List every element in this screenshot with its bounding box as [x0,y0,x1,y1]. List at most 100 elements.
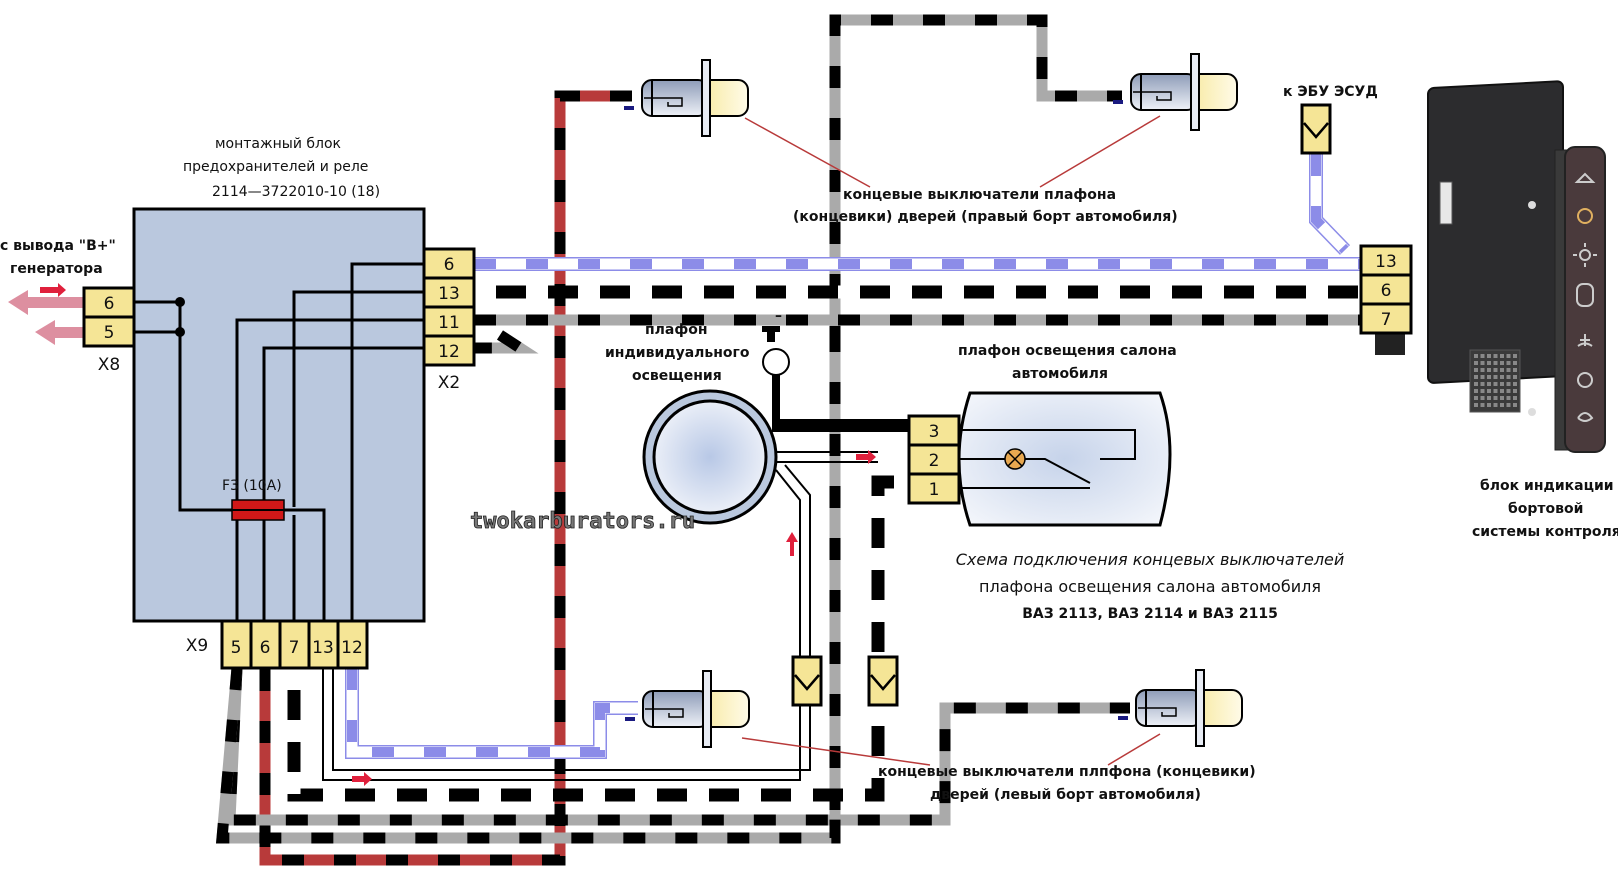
mounting-block-title-1: монтажный блок [215,136,341,152]
grille-dot [1513,368,1517,372]
x8-label: X8 [98,355,120,375]
x2-pin: 13 [438,284,460,304]
connector-x8: 6 5 X8 [82,286,136,375]
grille-dot [1513,361,1517,365]
x2-label: X2 [438,373,460,393]
arrow-icon [786,532,798,556]
right-switches-label-1: концевые выключатели плафона [843,187,1116,203]
grille-dot [1500,375,1504,379]
ecu-label: к ЭБУ ЭСУД [1283,84,1378,100]
grille-dot [1506,382,1511,386]
door-switch-right-rear [1113,53,1238,131]
x9-pin: 5 [231,638,242,658]
wires [215,14,1361,866]
grille-dot [1506,354,1511,358]
grille-dot [1480,382,1485,386]
grille-dot [1500,396,1504,400]
minus-sign: – [775,308,782,324]
fuse-label: F3 (10А) [222,478,282,494]
indicator-icons [1573,172,1597,422]
indicator-pin: 7 [1381,310,1392,330]
x9-pin: 7 [289,638,300,658]
grille-dot [1500,354,1504,358]
grille-dot [1487,382,1491,386]
wire-x9-12 [345,668,638,759]
grille-dot [1506,389,1511,393]
door-switch-left-front [625,670,750,748]
cabin-lamp-label-2: автомобиля [1012,366,1108,382]
grille-dot [1513,403,1517,407]
grille-dot [1474,382,1478,386]
x8-pin: 5 [104,323,115,343]
cabin-lamp: 3 2 1 [907,391,1172,527]
x2-pin: 6 [444,255,455,275]
cabin-lamp-label-1: плафон освещения салона [958,343,1177,359]
grille-dot [1474,389,1478,393]
light-rays-icon [1573,243,1597,267]
lamp-bulb-icon [1004,448,1026,470]
x2-pin: 12 [438,342,460,362]
wire-x9-7 [287,475,909,802]
grille-dot [1493,403,1498,407]
caption-line-3: ВАЗ 2113, ВАЗ 2114 и ВАЗ 2115 [1022,606,1278,622]
x9-pin: 6 [260,638,271,658]
grille-dot [1487,361,1491,365]
diode-right [867,655,899,707]
grille-dot [1474,361,1478,365]
grille-dot [1480,375,1485,379]
grille-dot [1487,375,1491,379]
connector-x2: 6 13 11 12 X2 [422,247,476,393]
grille-dot [1480,361,1485,365]
grille-dot [1474,403,1478,407]
fuse-f3 [231,499,285,521]
wire-x2-12 [474,330,539,354]
grille-dot [1513,389,1517,393]
arrow-out-icon [8,283,84,345]
watermark: twokarburators.ru [470,509,695,534]
mounting-block-body [132,207,426,623]
grille-dot [1474,396,1478,400]
minus-icon [625,717,635,721]
wire-ecu [1309,154,1351,255]
cabin-lamp-pin: 1 [929,480,940,500]
grille-dot [1474,368,1478,372]
grille-dot [1506,361,1511,365]
grille-dot [1474,375,1478,379]
x2-pin: 11 [438,313,460,333]
connector-x9: 5 6 7 13 12 X9 [186,619,369,670]
grille-dot [1487,396,1491,400]
brake-pad-icon [1577,208,1593,224]
grille-dot [1480,403,1485,407]
wire-red-black [259,90,632,866]
x9-pin: 13 [312,638,334,658]
x8-pin: 6 [104,294,115,314]
indicator-label-1: блок индикации [1480,478,1614,494]
grille-dot [1474,354,1478,358]
door-switch-left-rear [1118,669,1243,747]
minus-icon [624,106,634,110]
internal-traces [135,262,424,621]
indicator-label-2: бортовой [1508,501,1583,517]
grille-dot [1506,375,1511,379]
wire-x9-5b [215,667,841,844]
grille-dot [1480,354,1485,358]
indicator-pin: 6 [1381,281,1392,301]
grille-dot [1513,382,1517,386]
grille-dot [1493,368,1498,372]
cabin-lamp-pin: 2 [929,451,940,471]
grille-dot [1513,354,1517,358]
grille-dot [1493,354,1498,358]
grille-dot [1493,389,1498,393]
wire-gray-black-top [829,14,1122,400]
caption-line-2: плафона освещения салона автомобиля [979,577,1321,596]
generator-label-2: генератора [10,261,103,277]
grille-dot [1513,396,1517,400]
door-switch-right-front [624,59,749,137]
grille-dot [1500,382,1504,386]
grille-dot [1506,403,1511,407]
grille-dot [1500,389,1504,393]
washer-icon [1576,283,1594,307]
grille-dot [1487,389,1491,393]
indicator-label-3: системы контроля [1472,524,1618,540]
